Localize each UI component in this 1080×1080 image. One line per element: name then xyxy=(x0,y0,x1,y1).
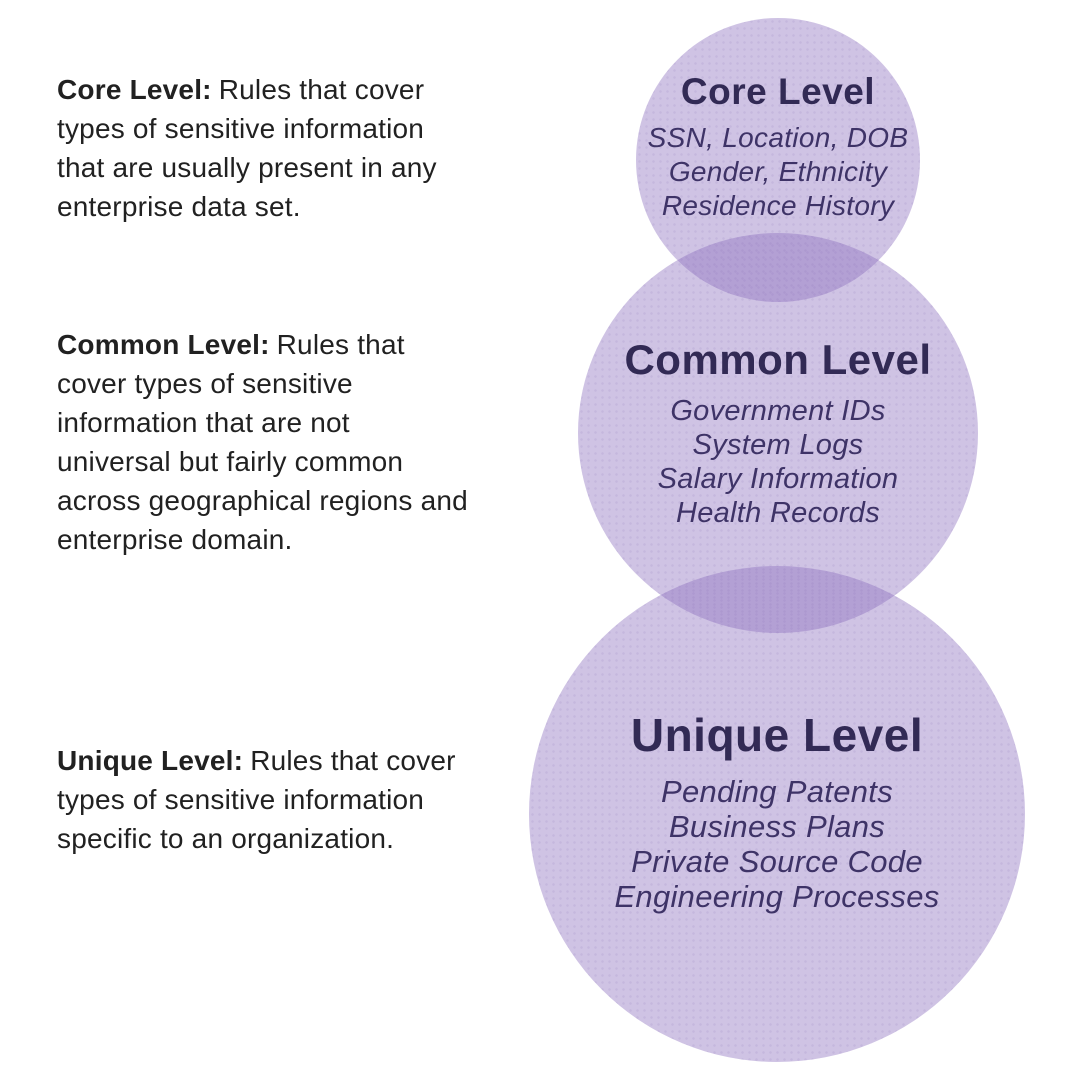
unique-level-item: Engineering Processes xyxy=(614,879,940,914)
common-level-description-label: Common Level: xyxy=(57,329,270,360)
unique-level-item: Pending Patents xyxy=(660,774,893,809)
core-level-item: Residence History xyxy=(661,190,895,221)
unique-level-description: Unique Level:Rules that cover types of s… xyxy=(57,741,469,858)
common-level-item: System Logs xyxy=(692,429,864,461)
core-level-description-text: Rules that cover types of sensitive info… xyxy=(57,74,437,222)
common-level-item: Salary Information xyxy=(657,463,899,495)
unique-level-item: Private Source Code xyxy=(631,844,923,879)
common-level-item: Government IDs xyxy=(670,395,886,427)
core-level-description-label: Core Level: xyxy=(57,74,212,105)
core-level-description: Core Level:Rules that cover types of sen… xyxy=(57,70,469,226)
common-level-item: Health Records xyxy=(675,497,881,529)
core-level-item: SSN, Location, DOB xyxy=(647,122,909,153)
common-level-circle: Common Level Government IDs System Logs … xyxy=(578,233,978,633)
unique-level-description-text: Rules that cover types of sensitive info… xyxy=(57,745,456,854)
common-level-description-text: Rules that cover types of sensitive info… xyxy=(57,329,468,555)
core-level-circle-title: Core Level xyxy=(680,71,876,112)
core-level-circle: Core Level SSN, Location, DOB Gender, Et… xyxy=(636,18,920,302)
unique-level-circle: Unique Level Pending Patents Business Pl… xyxy=(529,566,1025,1062)
common-level-circle-title: Common Level xyxy=(624,336,932,383)
unique-level-circle-title: Unique Level xyxy=(630,709,924,761)
unique-level-item: Business Plans xyxy=(668,809,886,844)
common-level-description: Common Level:Rules that cover types of s… xyxy=(57,325,469,559)
core-level-item: Gender, Ethnicity xyxy=(668,156,888,187)
unique-level-description-label: Unique Level: xyxy=(57,745,244,776)
